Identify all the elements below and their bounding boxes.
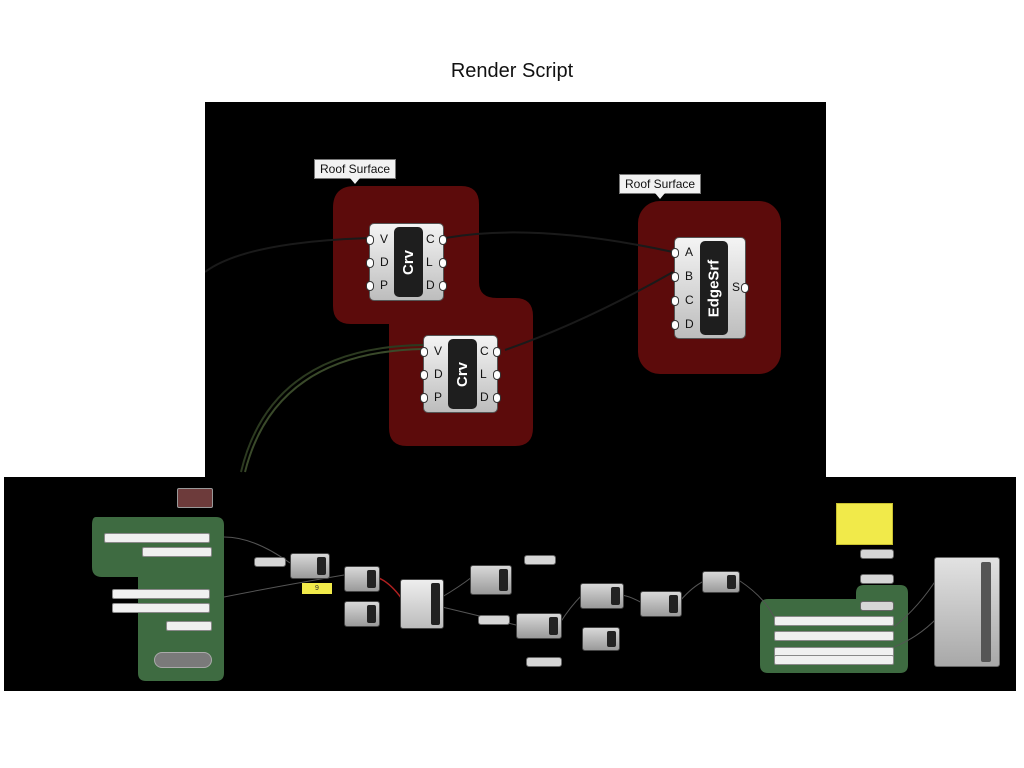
component-node[interactable] [516,613,562,639]
input-p[interactable]: P [380,278,389,292]
output-c[interactable]: C [480,344,489,358]
param-node[interactable] [254,557,286,567]
port-dot [671,320,679,330]
port-dot [420,393,428,403]
port-dot [671,272,679,282]
input-d[interactable]: D [380,255,389,269]
param-node[interactable] [524,555,556,565]
output-s[interactable]: S [732,280,741,294]
slider-node[interactable] [112,603,210,613]
green-group-left-bg [92,517,224,681]
port-dot [493,370,501,380]
port-dot [420,370,428,380]
port-dot [366,235,374,245]
output-l[interactable]: L [426,255,433,269]
roof-surface-label-left: Roof Surface [314,159,397,184]
port-dot [439,281,447,291]
input-a[interactable]: A [685,245,694,259]
crv-core: Crv [394,227,423,297]
component-node[interactable] [344,601,380,627]
input-d[interactable]: D [434,367,443,381]
param-node[interactable] [860,549,894,559]
output-d[interactable]: D [480,390,489,404]
param-node[interactable] [860,601,894,611]
port-dot [439,258,447,268]
input-v[interactable]: V [380,232,389,246]
toggle-node[interactable] [166,621,212,631]
output-d[interactable]: D [426,278,435,292]
slider-node[interactable] [104,533,210,543]
roof-surface-label-right: Roof Surface [619,174,702,199]
component-node[interactable] [470,565,512,595]
param-node[interactable] [860,574,894,584]
port-dot [366,281,374,291]
boolean-toggle-node[interactable] [154,652,212,668]
component-node[interactable] [702,571,740,593]
input-b[interactable]: B [685,269,694,283]
top-canvas-zoom[interactable]: Roof Surface Roof Surface Crv V D P C L … [205,102,826,478]
color-swatch-node[interactable] [177,488,213,508]
crv-component-1[interactable]: Crv V D P C L D [366,223,447,301]
edgesrf-component[interactable]: EdgeSrf A B C D S [671,237,749,339]
input-c[interactable]: C [685,293,694,307]
port-dot [671,248,679,258]
yellow-panel-large[interactable] [836,503,893,545]
param-node[interactable] [478,615,510,625]
component-node[interactable] [344,566,380,592]
crv-component-2[interactable]: Crv V D P C L D [420,335,501,413]
port-dot [420,347,428,357]
component-node[interactable] [582,627,620,651]
edgesrf-core: EdgeSrf [700,241,728,335]
text-panel-node[interactable] [774,616,894,626]
input-d[interactable]: D [685,317,694,331]
port-dot [741,283,749,293]
input-p[interactable]: P [434,390,443,404]
yellow-panel-small[interactable]: 9 [302,583,332,594]
port-dot [439,235,447,245]
input-v[interactable]: V [434,344,443,358]
port-dot [493,347,501,357]
render-component-node[interactable] [934,557,1000,667]
port-dot [493,393,501,403]
output-l[interactable]: L [480,367,487,381]
component-node[interactable] [400,579,444,629]
output-c[interactable]: C [426,232,435,246]
component-node[interactable] [290,553,330,579]
crv-core: Crv [448,339,477,409]
param-node[interactable] [526,657,562,667]
text-panel-node[interactable] [774,655,894,665]
component-node[interactable] [580,583,624,609]
text-panel-node[interactable] [774,631,894,641]
port-dot [366,258,374,268]
slider-node[interactable] [112,589,210,599]
bottom-canvas-overview[interactable]: 9 [4,477,1016,691]
port-dot [671,296,679,306]
slider-node[interactable] [142,547,212,557]
slide-title: Render Script [450,60,574,82]
component-node[interactable] [640,591,682,617]
